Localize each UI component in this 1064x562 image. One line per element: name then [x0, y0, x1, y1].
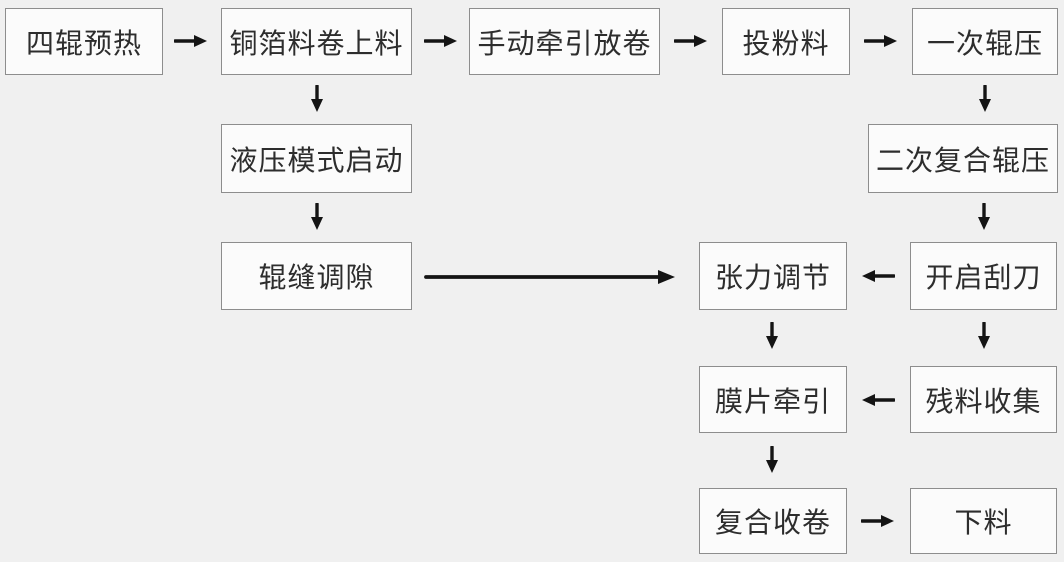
- node-label: 二次复合辊压: [875, 144, 1050, 176]
- arrow-right-icon: [174, 32, 208, 50]
- node-label: 张力调节: [714, 262, 831, 293]
- node-label: 手动牵引放卷: [477, 27, 652, 59]
- node-label: 膜片牵引: [714, 385, 831, 417]
- node-four-roll-preheat: 四辊预热: [5, 8, 163, 75]
- node-label: 开启刮刀: [925, 262, 1042, 293]
- arrow-down-icon: [976, 85, 994, 113]
- node-tension-adjust: 张力调节: [699, 242, 847, 310]
- node-hydraulic-mode-start: 液压模式启动: [221, 124, 412, 193]
- node-residue-collect: 残料收集: [910, 366, 1057, 433]
- node-label: 铜箔料卷上料: [229, 27, 404, 59]
- node-secondary-composite-roll-press: 二次复合辊压: [868, 124, 1058, 193]
- arrow-left-icon: [861, 391, 895, 409]
- node-label: 复合收卷: [714, 507, 831, 538]
- arrow-down-icon: [308, 85, 326, 113]
- arrow-down-icon: [975, 322, 993, 350]
- node-label: 残料收集: [925, 385, 1042, 417]
- node-feed-powder: 投粉料: [722, 8, 850, 75]
- node-film-pull: 膜片牵引: [699, 366, 847, 433]
- arrow-left-icon: [861, 267, 895, 285]
- node-label: 投粉料: [742, 27, 830, 59]
- node-label: 下料: [954, 507, 1013, 538]
- arrow-down-icon: [975, 203, 993, 231]
- node-label: 四辊预热: [25, 27, 142, 59]
- node-label: 一次辊压: [926, 27, 1043, 59]
- arrow-down-icon: [763, 446, 781, 474]
- arrow-right-long-icon: [424, 265, 676, 289]
- arrow-right-icon: [424, 32, 458, 50]
- node-label: 液压模式启动: [229, 144, 404, 176]
- arrow-down-icon: [308, 203, 326, 231]
- node-primary-roll-press: 一次辊压: [912, 8, 1058, 75]
- node-roll-gap-adjust: 辊缝调隙: [221, 242, 412, 310]
- node-manual-pull-unwind: 手动牵引放卷: [469, 8, 660, 75]
- node-unload: 下料: [910, 488, 1057, 554]
- node-label: 辊缝调隙: [258, 262, 375, 293]
- arrow-right-icon: [861, 512, 895, 530]
- node-copper-foil-roll-load: 铜箔料卷上料: [221, 8, 412, 75]
- arrow-right-icon: [864, 32, 898, 50]
- node-open-scraper: 开启刮刀: [910, 242, 1057, 310]
- arrow-down-icon: [763, 322, 781, 350]
- node-composite-rewind: 复合收卷: [699, 488, 847, 554]
- arrow-right-icon: [674, 32, 708, 50]
